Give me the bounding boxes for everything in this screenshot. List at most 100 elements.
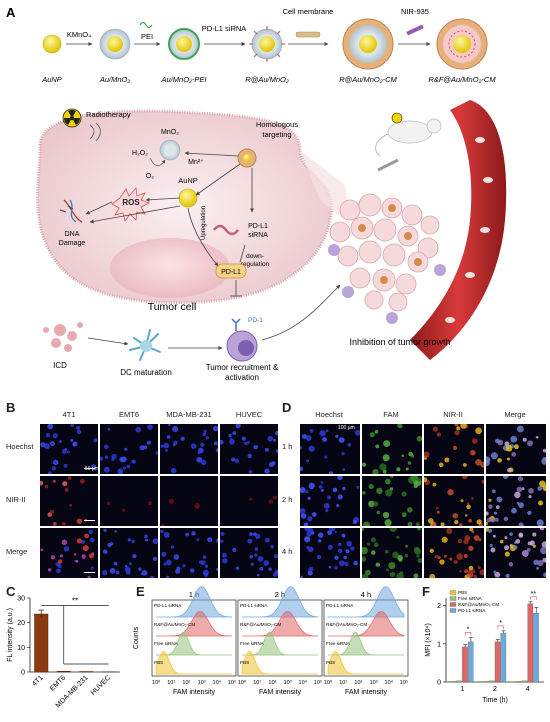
cell-dot — [504, 536, 508, 540]
cell-dot — [56, 568, 61, 574]
cell-dot — [64, 487, 69, 492]
cell-dot — [508, 562, 514, 567]
cell-dot — [513, 545, 518, 550]
e-y-axis-label: Counts — [133, 626, 140, 649]
reagent-nir935: NIR-935 — [401, 7, 429, 16]
cell-dot — [203, 429, 207, 433]
cell-dot — [153, 556, 158, 562]
cell-dot — [342, 487, 346, 491]
cell-dot — [125, 569, 131, 575]
cell-dot — [447, 489, 454, 496]
cell-dot — [514, 491, 521, 499]
cell-dot — [405, 544, 409, 548]
panel-b-image-r2-c4 — [220, 476, 278, 526]
cell-dot — [49, 509, 54, 514]
cell-dot — [372, 468, 379, 474]
cell-dot — [168, 498, 175, 504]
cell-dot — [503, 516, 509, 522]
ros-burst — [111, 187, 150, 222]
f-legend-swatch — [449, 596, 457, 601]
cell-dot — [168, 424, 171, 427]
reagent-pdl1-sirna: PD-L1 siRNA — [202, 24, 247, 33]
cell-dot — [115, 570, 120, 575]
cell-dot — [75, 559, 79, 563]
cell-dot — [256, 573, 260, 577]
cell-dot — [88, 553, 94, 559]
cell-dot — [102, 549, 108, 554]
mouse-icon — [375, 118, 442, 157]
cell-dot — [541, 457, 546, 465]
cell-dot — [522, 437, 527, 442]
cell-dot — [306, 531, 312, 537]
cell-dot — [50, 441, 55, 447]
cell-dot — [373, 542, 379, 548]
cell-dot — [416, 554, 420, 558]
icd-debris — [43, 322, 83, 352]
cell-dot — [528, 495, 532, 499]
cell-dot — [309, 428, 314, 433]
cell-dot — [316, 554, 322, 560]
cell-dot — [324, 455, 328, 459]
cell-dot — [148, 501, 153, 506]
inhibition-label: Inhibition of tumor growth — [349, 337, 450, 347]
cell-dot — [334, 488, 338, 491]
cell-dot — [413, 573, 419, 578]
cell-dot — [244, 441, 248, 446]
cell-dot — [417, 477, 422, 482]
cell-dot — [471, 569, 476, 573]
cell-dot — [540, 546, 546, 555]
e-x-axis-label: FAM intensity — [345, 689, 388, 696]
cell-dot — [468, 518, 472, 523]
e-x-tick-label: 10¹ — [339, 680, 347, 686]
panel-b-col-mda: MDA-MB-231 — [166, 410, 212, 419]
cell-dot — [470, 449, 476, 456]
cell-dot — [504, 441, 510, 447]
cell-dot — [337, 494, 343, 500]
cell-dot — [327, 530, 332, 536]
cell-dot — [444, 457, 450, 463]
f-significance-bracket — [497, 625, 504, 629]
e-x-tick-label: 10⁵ — [228, 679, 236, 686]
cell-dot — [497, 458, 502, 463]
cell-dot — [202, 432, 207, 437]
cell-dot — [460, 499, 464, 503]
tumor-cell-diagram: Tumor cell Radiotherapy MnO₂ H₂O₂ Mn²⁺ O… — [36, 108, 334, 313]
cell-dot — [213, 441, 218, 446]
e-timepoint-label: 1 h — [189, 590, 199, 599]
c-y-tick-label: 30 — [17, 596, 25, 603]
f-x-axis-label: Time (h) — [482, 697, 508, 704]
cell-dot — [521, 487, 525, 491]
e-histogram — [242, 610, 319, 637]
cell-dot — [537, 485, 543, 491]
cell-dot — [368, 483, 374, 490]
pei-icon — [139, 22, 153, 28]
cell-dot — [407, 521, 413, 526]
pdl1-box — [215, 263, 247, 279]
panel-d-image-r3-c2 — [362, 528, 422, 578]
cell-dot — [370, 537, 376, 543]
cell-dot — [196, 456, 203, 463]
f-significance-label: ** — [531, 591, 537, 598]
cell-dot — [111, 453, 117, 460]
cell-dot — [505, 444, 513, 452]
h2o2-label: H₂O₂ — [132, 150, 148, 157]
cell-dot — [263, 560, 270, 566]
cell-dot — [509, 532, 513, 537]
cell-dot — [362, 528, 365, 532]
panel-b-scale-bar — [84, 520, 95, 521]
c-bar — [56, 671, 71, 673]
cell-dot — [389, 571, 396, 578]
cell-dot — [463, 553, 468, 558]
cell-dot — [375, 444, 380, 449]
f-legend-label: Free siRNA — [458, 596, 483, 601]
cell-dot — [259, 566, 264, 571]
pd1-label: PD-1 — [248, 317, 263, 324]
cell-dot — [410, 476, 419, 482]
cell-dot — [172, 426, 179, 433]
panel-b-image-r3-c4 — [220, 528, 278, 578]
cell-dot — [275, 569, 278, 575]
cell-dot — [306, 459, 310, 463]
cell-dot — [495, 438, 500, 444]
c-y-tick-label: 0 — [21, 670, 25, 677]
cell-dot — [190, 443, 197, 449]
